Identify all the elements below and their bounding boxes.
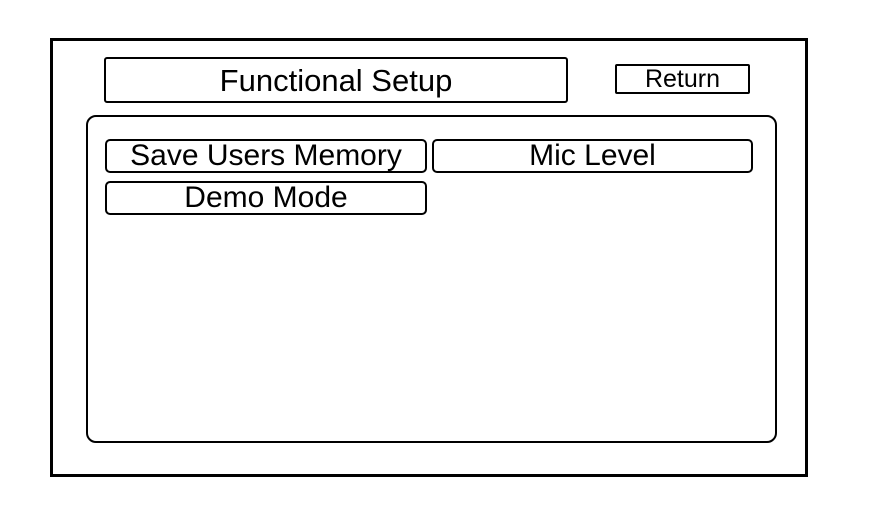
page-title: Functional Setup bbox=[104, 57, 568, 103]
save-users-memory-label: Save Users Memory bbox=[130, 139, 402, 172]
mic-level-label: Mic Level bbox=[529, 139, 656, 172]
page-title-label: Functional Setup bbox=[219, 62, 453, 98]
demo-mode-button[interactable]: Demo Mode bbox=[105, 181, 427, 215]
demo-mode-label: Demo Mode bbox=[184, 181, 348, 214]
mic-level-button[interactable]: Mic Level bbox=[432, 139, 753, 173]
outer-frame: Functional Setup Return Save Users Memor… bbox=[50, 38, 808, 477]
save-users-memory-button[interactable]: Save Users Memory bbox=[105, 139, 427, 173]
return-button[interactable]: Return bbox=[615, 64, 750, 94]
return-button-label: Return bbox=[644, 64, 721, 93]
setup-options-panel: Save Users Memory Mic Level Demo Mode bbox=[86, 115, 777, 443]
